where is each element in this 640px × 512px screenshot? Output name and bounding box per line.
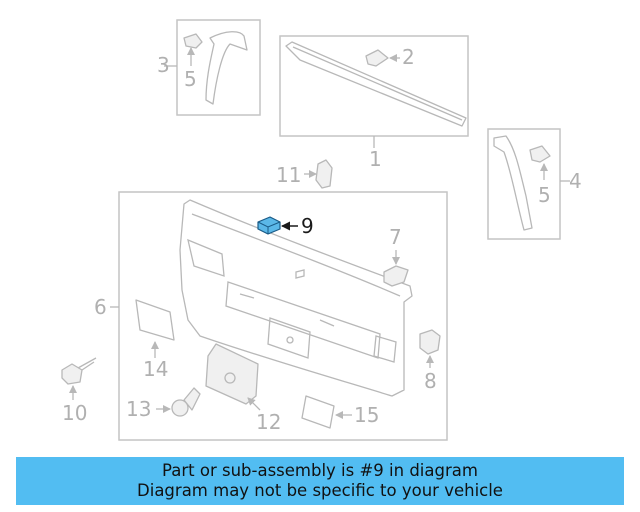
pillar-trim-part-3 xyxy=(205,31,248,105)
screw-part-10 xyxy=(61,363,83,385)
callout-6: 6 xyxy=(94,295,107,319)
clip-part-5a xyxy=(183,33,203,49)
callout-1: 1 xyxy=(369,147,382,171)
callout-12: 12 xyxy=(256,410,281,434)
cover-part-15 xyxy=(301,395,335,429)
callout-9: 9 xyxy=(301,214,314,238)
clip-group-11 xyxy=(304,159,333,189)
parts-diagram: 1 2 3 4 5 5 6 7 8 9 10 11 12 13 14 15 xyxy=(61,19,582,441)
clip-part-2 xyxy=(365,49,389,67)
callout-3: 3 xyxy=(157,53,170,77)
banner-line-part: Part or sub-assembly is #9 in diagram xyxy=(162,461,478,480)
callout-14: 14 xyxy=(143,357,168,381)
callout-4: 4 xyxy=(569,169,582,193)
callout-7: 7 xyxy=(389,225,402,249)
pillar-trim-part-4 xyxy=(493,135,533,231)
screw-group-10 xyxy=(61,357,97,400)
callout-15: 15 xyxy=(354,403,379,427)
banner-line-disclaimer: Diagram may not be specific to your vehi… xyxy=(137,481,503,500)
clip-part-8 xyxy=(419,329,441,355)
callout-5b: 5 xyxy=(538,183,551,207)
liftgate-trim-group-6 xyxy=(110,191,448,441)
callout-2: 2 xyxy=(402,45,415,69)
callout-11: 11 xyxy=(276,163,301,187)
clip-part-9 xyxy=(257,216,281,235)
callout-8: 8 xyxy=(424,369,437,393)
callout-10: 10 xyxy=(62,401,87,425)
callout-5a: 5 xyxy=(184,67,197,91)
callout-13: 13 xyxy=(126,397,151,421)
clip-part-11 xyxy=(315,159,333,189)
clip-part-5b xyxy=(529,145,551,163)
lamp-part-13 xyxy=(171,399,189,417)
pillar-trim-group-4 xyxy=(487,128,570,240)
sill-plate-group-1 xyxy=(279,35,469,148)
clip-part-7 xyxy=(383,265,409,287)
info-banner: Part or sub-assembly is #9 in diagram Di… xyxy=(16,457,624,505)
pillar-trim-group-3 xyxy=(164,19,261,116)
cover-part-14 xyxy=(135,299,175,341)
